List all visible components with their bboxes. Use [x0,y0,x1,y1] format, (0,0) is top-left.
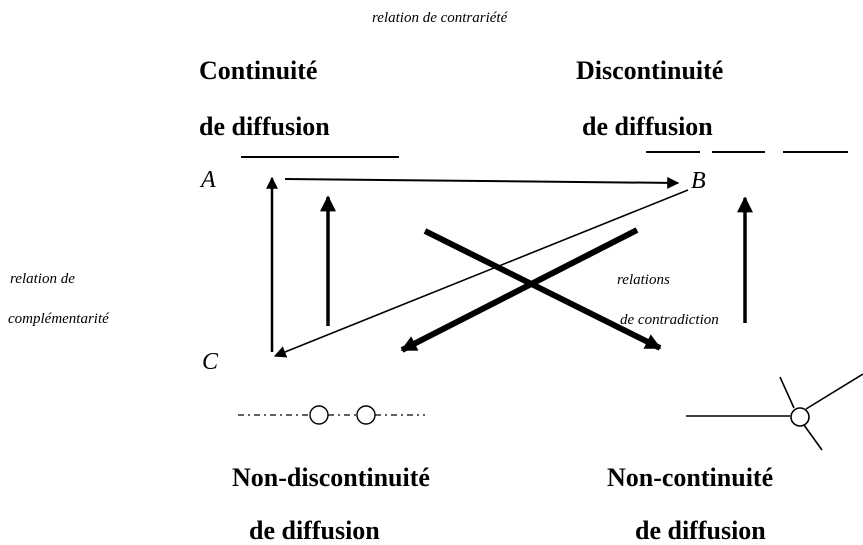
term-d-title-line1: Non-continuité [607,463,774,492]
term-a-title-line1: Continuité [199,56,318,85]
term-c-title-line1: Non-discontinuité [232,463,430,492]
arrow-contradiction-a-to-d [423,228,662,351]
term-b-title-line2: de diffusion [582,112,713,141]
complementarity-label-line1: relation de [10,271,75,287]
arrow-a-to-b [284,176,680,189]
contradiction-label-line1: relations [617,272,670,288]
term-a-title-line2: de diffusion [199,112,330,141]
contradiction-label-line2: de contradiction [620,312,719,328]
term-c-title-line2: de diffusion [249,516,380,545]
term-c-letter: C [202,349,219,375]
term-b-letter: B [691,168,706,194]
arrow-b-to-c [273,189,689,358]
contrariety-relation-label: relation de contrariété [372,10,508,26]
term-a-letter: A [201,167,216,193]
term-b-title-line1: Discontinuité [576,56,724,85]
term-d-title-line2: de diffusion [635,516,766,545]
dash-dot-circles-symbol [238,405,425,425]
complementarity-label-line2: complémentarité [8,311,109,327]
arrow-contradiction-b-to-c [400,227,639,353]
junction-node-symbol [686,373,863,451]
